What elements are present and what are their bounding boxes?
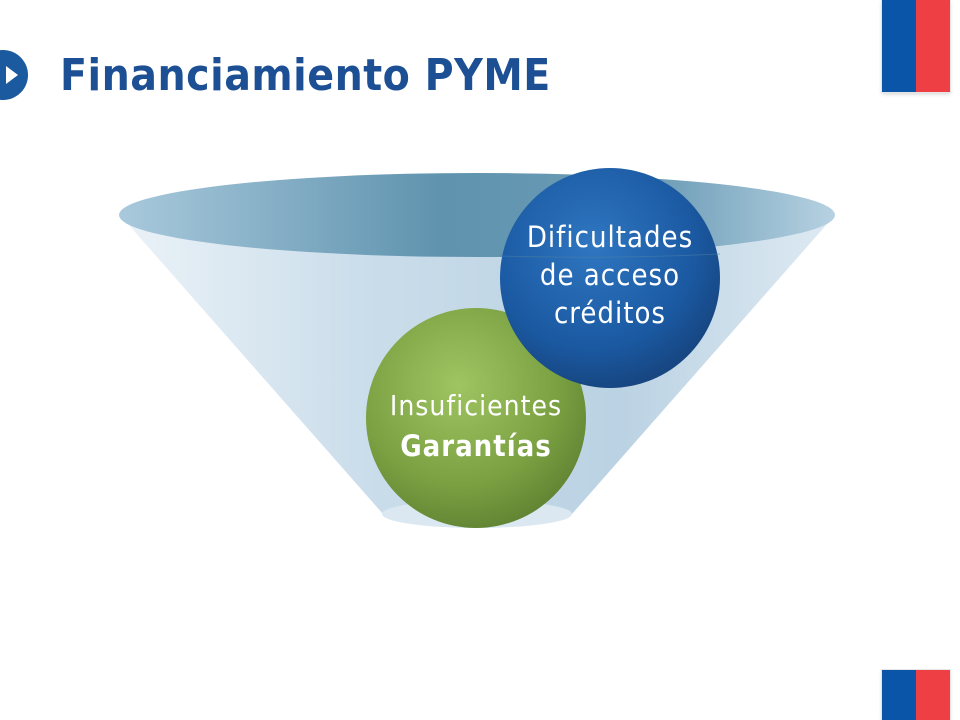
blue-circle-line-3: créditos	[553, 296, 667, 330]
play-icon	[0, 50, 28, 100]
flag-blue-stripe	[882, 670, 916, 720]
blue-circle-label: Dificultades de acceso créditos	[500, 218, 720, 332]
chile-flag-icon	[882, 0, 950, 92]
funnel-rim	[119, 173, 835, 257]
blue-circle-line-1: Dificultades	[526, 220, 694, 254]
chile-flag-icon	[882, 670, 950, 720]
flag-red-stripe	[916, 670, 950, 720]
blue-circle	[500, 168, 720, 388]
page-title: Financiamiento PYME	[60, 50, 551, 101]
green-circle-line-2: Garantías	[400, 429, 552, 463]
green-circle-label: Insuficientes Garantías	[366, 386, 586, 466]
funnel-rim-overlay	[499, 253, 721, 258]
flag-red-stripe	[916, 0, 950, 92]
green-circle-line-1: Insuficientes	[389, 389, 563, 422]
green-circle	[366, 308, 586, 528]
blue-circle-line-2: de acceso	[539, 258, 681, 292]
flag-blue-stripe	[882, 0, 916, 92]
